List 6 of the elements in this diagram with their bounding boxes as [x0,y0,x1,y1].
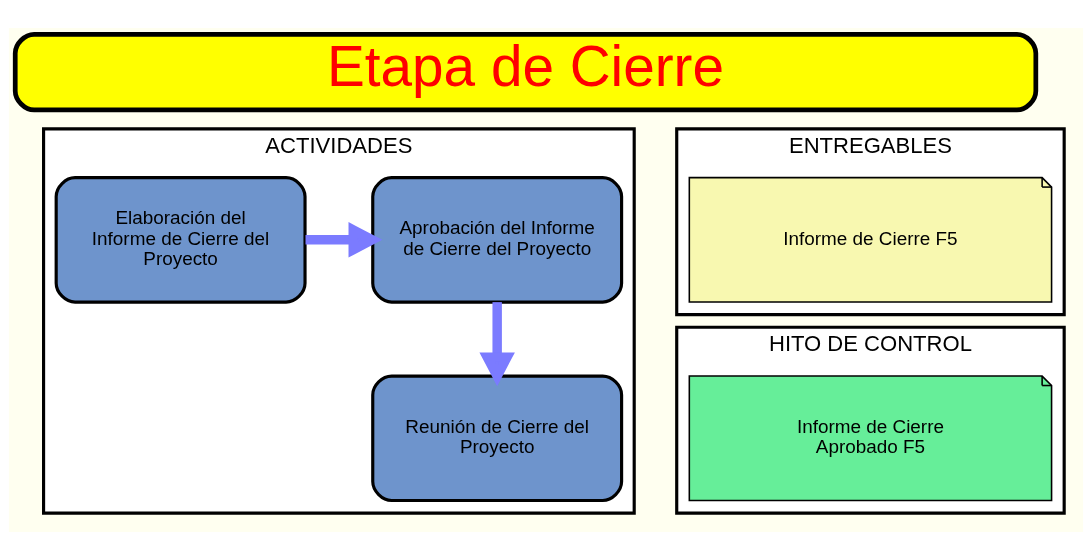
arrow [479,302,515,387]
node-box: Reunión de Cierre del Proyecto [371,374,624,503]
arrow [305,222,383,258]
node-box: Etapa de Cierre [12,31,1039,113]
node-box: Aprobación del Informe de Cierre del Proyecto [371,176,624,304]
node-box: Elaboración del Informe de Cierre del Proyecto [54,176,307,304]
